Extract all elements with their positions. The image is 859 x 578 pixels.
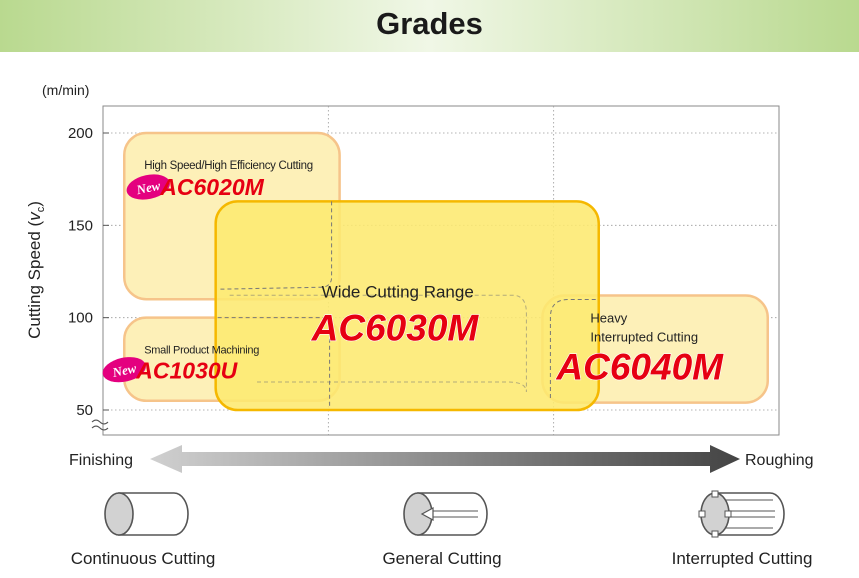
cylinder-body	[714, 492, 785, 536]
cylinder-notch	[420, 506, 434, 522]
new-badge-shape	[126, 174, 170, 200]
x-category-label: Continuous Cutting	[71, 549, 216, 568]
cylinder-continuous-icon	[104, 492, 189, 536]
y-tick-label: 100	[68, 310, 93, 327]
region-label-ac6020m: High Speed/High Efficiency Cutting	[144, 160, 313, 172]
finishing-roughing-arrow	[150, 445, 740, 473]
region-label-ac6030m: Wide Cutting Range	[322, 282, 474, 301]
x-category-label: General Cutting	[382, 549, 501, 568]
x-axis-right-label: Roughing	[745, 452, 814, 469]
unit-label: (m/min)	[42, 82, 89, 98]
cylinder-notch	[698, 510, 706, 518]
grade-label-ac6040m: AC6040M	[555, 347, 724, 388]
page-title: Grades	[376, 6, 483, 41]
y-tick-label: 50	[76, 402, 93, 419]
y-axis-label: Cutting Speed (vc)	[25, 201, 47, 339]
region-label-ac6040m-line2: Interrupted Cutting	[590, 330, 698, 345]
grade-label-ac6030m: AC6030M	[311, 307, 480, 348]
cylinder-notch	[711, 530, 719, 538]
header-bar: Grades	[0, 0, 859, 52]
cylinder-grooved-icon	[403, 492, 488, 536]
cylinder-notch	[724, 510, 732, 518]
y-tick-label: 200	[68, 125, 93, 142]
new-badge: New	[126, 174, 170, 200]
y-tick-label: 150	[68, 217, 93, 234]
grade-label-ac6020m: AC6020M	[159, 174, 264, 200]
cylinder-face	[104, 492, 134, 536]
x-category-label: Interrupted Cutting	[672, 549, 813, 568]
cylinder-notch	[711, 490, 719, 498]
new-badge-label: New	[134, 178, 162, 198]
axis-break-icon	[91, 419, 109, 431]
region-ac6030m	[214, 200, 600, 412]
new-badge: New	[102, 357, 146, 383]
new-badge-label: New	[110, 360, 138, 380]
cylinder-body	[118, 492, 189, 536]
hidden-edge-ac1030u	[217, 317, 331, 408]
cylinder-interrupted-icon	[698, 490, 785, 538]
hidden-edge-interior	[229, 294, 527, 393]
cylinder-body	[417, 492, 488, 536]
new-badge-shape	[102, 357, 146, 383]
regions: High Speed/High Efficiency CuttingNewAC6…	[102, 131, 769, 412]
x-axis-left-label: Finishing	[69, 452, 133, 469]
region-label-ac6040m-line1: Heavy	[590, 311, 627, 326]
grade-label-ac1030u: AC1030U	[135, 358, 238, 384]
hidden-edge-ac6040m	[549, 299, 597, 398]
region-label-ac1030u: Small Product Machining	[144, 345, 259, 357]
